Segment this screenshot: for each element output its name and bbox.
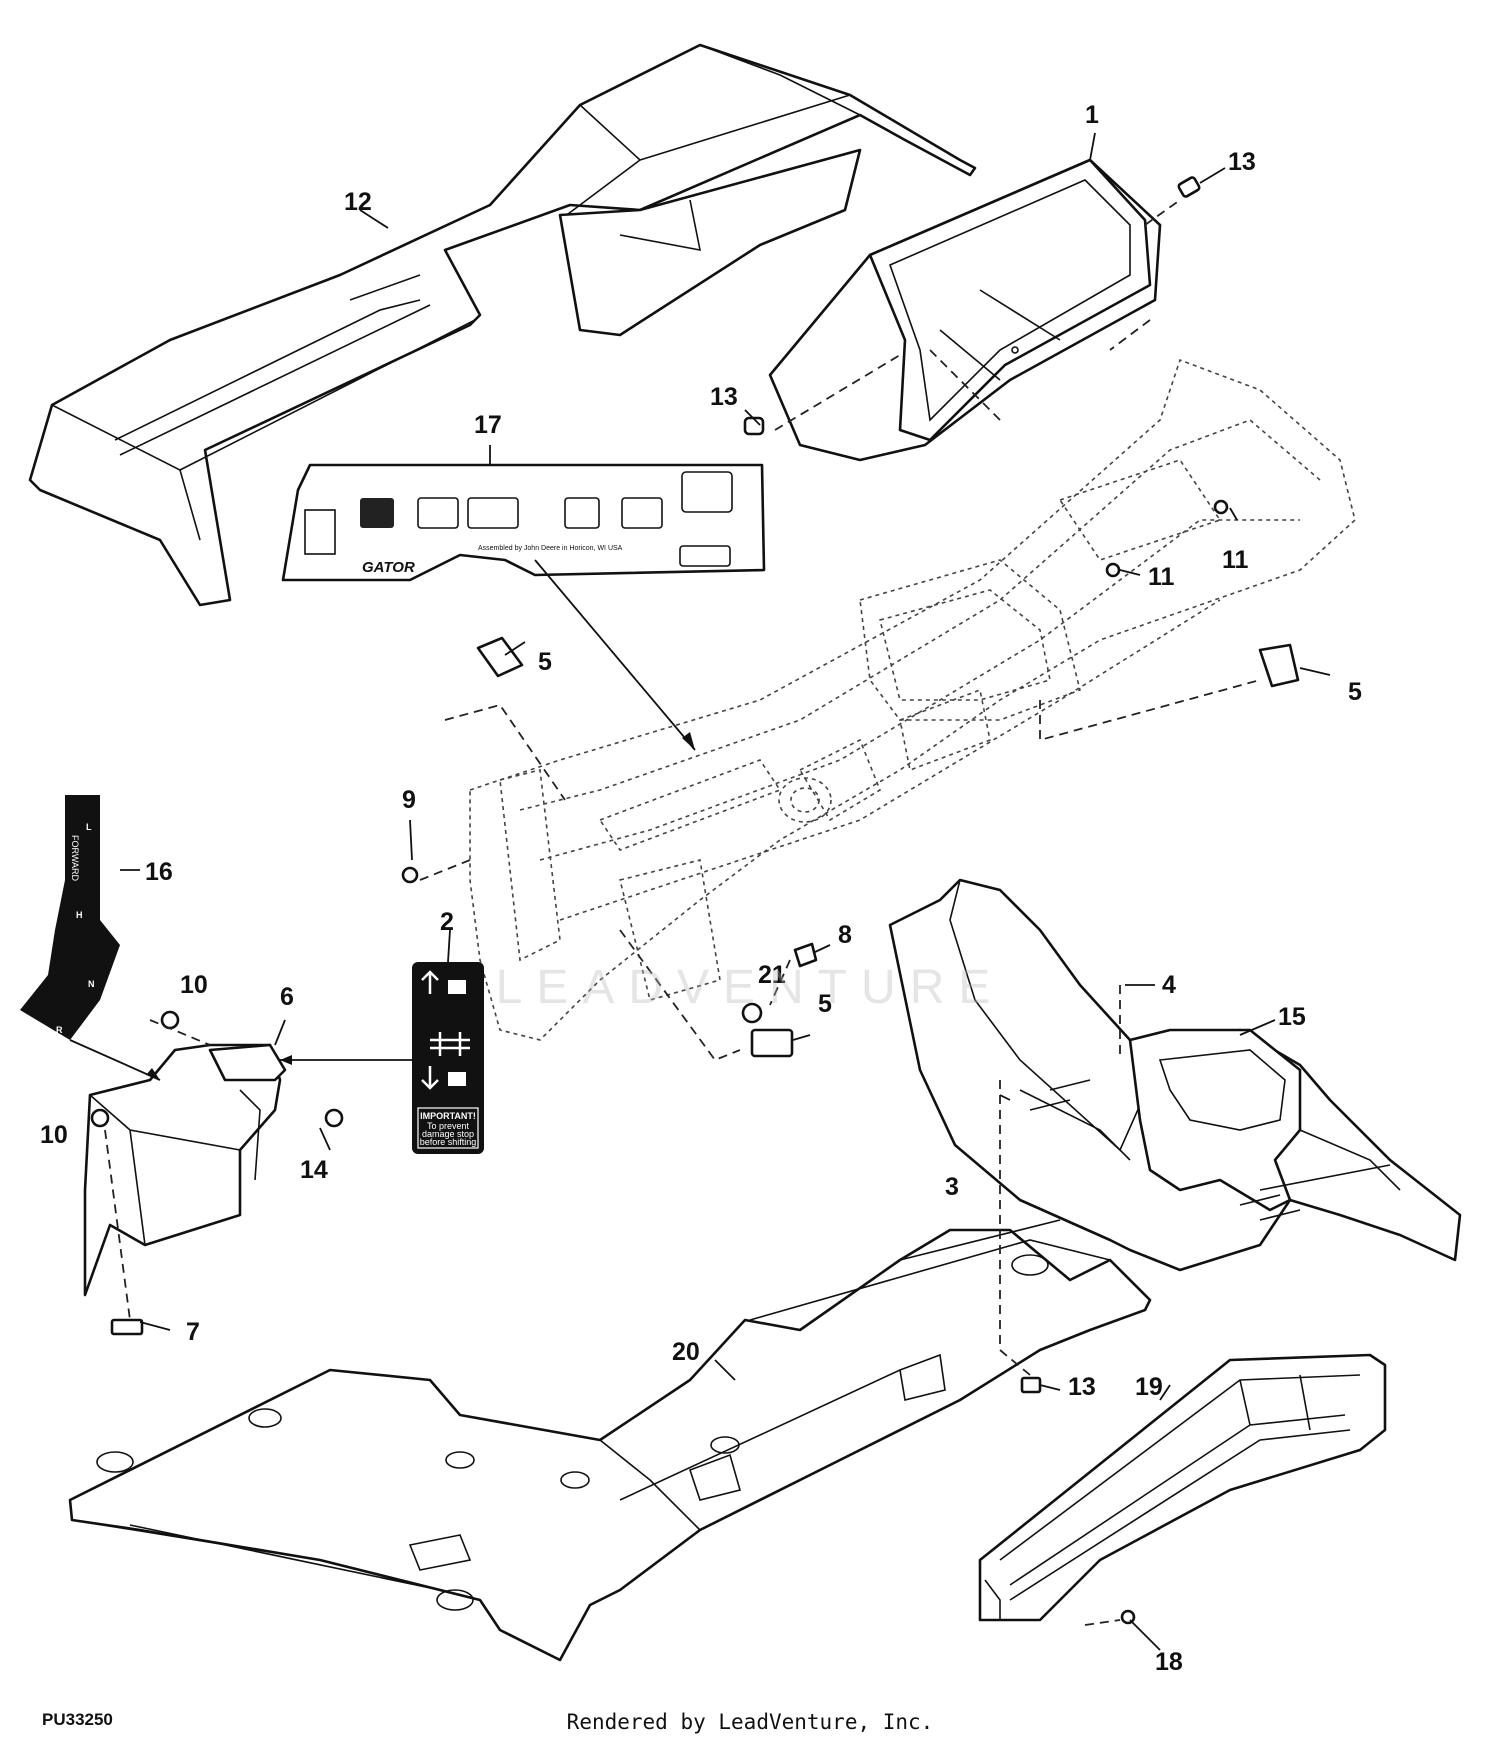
decal-16-forward: FORWARD — [70, 835, 80, 881]
part-1-bezel — [768, 158, 1162, 462]
figure-id: PU33250 — [42, 1710, 113, 1729]
callout-18: 18 — [1155, 1648, 1183, 1676]
callout-17: 17 — [474, 411, 502, 439]
callout-10-top: 10 — [180, 971, 208, 999]
callout-20: 20 — [672, 1338, 700, 1366]
callout-5-lower: 5 — [818, 990, 832, 1018]
callout-5-right: 5 — [1348, 678, 1362, 706]
part-2-lock-decal: IMPORTANT! To prevent damage stop before… — [412, 962, 484, 1154]
watermark: LEADVENTURE — [495, 961, 1005, 1014]
phantom-dashboard — [469, 358, 1356, 1041]
callout-10-bottom: 10 — [40, 1121, 68, 1149]
part-19-side-rail — [978, 1353, 1387, 1625]
callout-13-bottom: 13 — [1068, 1373, 1096, 1401]
decal-17-brand-text: GATOR — [362, 559, 415, 576]
callout-1: 1 — [1085, 101, 1099, 129]
part-17-dash-decal: Assembled by John Deere in Horicon, WI U… — [281, 463, 766, 582]
part-20-floor-pan — [68, 1219, 1152, 1662]
part-15-console — [888, 878, 1462, 1272]
callout-11-right: 11 — [1222, 546, 1249, 574]
callout-7: 7 — [186, 1318, 200, 1346]
callout-8: 8 — [838, 921, 852, 949]
decal-16-l: L — [86, 822, 92, 832]
callout-5-upper: 5 — [538, 648, 552, 676]
callout-21: 21 — [758, 961, 786, 989]
part-16-shift-decal: L FORWARD H N R — [20, 795, 120, 1040]
decal-2-important: IMPORTANT! — [420, 1111, 476, 1121]
callout-14: 14 — [300, 1156, 328, 1184]
callout-9: 9 — [402, 786, 416, 814]
callout-13-left: 13 — [710, 383, 738, 411]
callout-4: 4 — [1162, 971, 1176, 999]
leader-lines — [69, 132, 1331, 1651]
callout-12: 12 — [344, 188, 372, 216]
callout-19: 19 — [1135, 1373, 1163, 1401]
decal-16-n: N — [88, 979, 95, 989]
decal-16-r: R — [56, 1025, 63, 1035]
render-credit: Rendered by LeadVenture, Inc. — [566, 1710, 934, 1734]
callout-11-left: 11 — [1148, 563, 1175, 591]
decal-2-line2: damage stop — [422, 1129, 474, 1139]
part-12-dash-cover — [28, 43, 977, 607]
decal-2-line3: before shifting — [420, 1137, 477, 1147]
callout-16: 16 — [145, 858, 173, 886]
decal-2-line1: To prevent — [427, 1121, 470, 1131]
callout-15: 15 — [1278, 1003, 1306, 1031]
small-fasteners — [401, 176, 1300, 1394]
callouts: 1 13 13 12 17 11 11 5 5 9 16 2 8 21 5 4 … — [40, 101, 1362, 1676]
callout-13-top: 13 — [1228, 148, 1256, 176]
decal-16-h: H — [76, 910, 83, 920]
callout-6: 6 — [280, 983, 294, 1011]
callout-2: 2 — [440, 908, 454, 936]
callout-3: 3 — [945, 1173, 959, 1201]
decal-17-assembled-text: Assembled by John Deere in Horicon, WI U… — [478, 545, 623, 552]
